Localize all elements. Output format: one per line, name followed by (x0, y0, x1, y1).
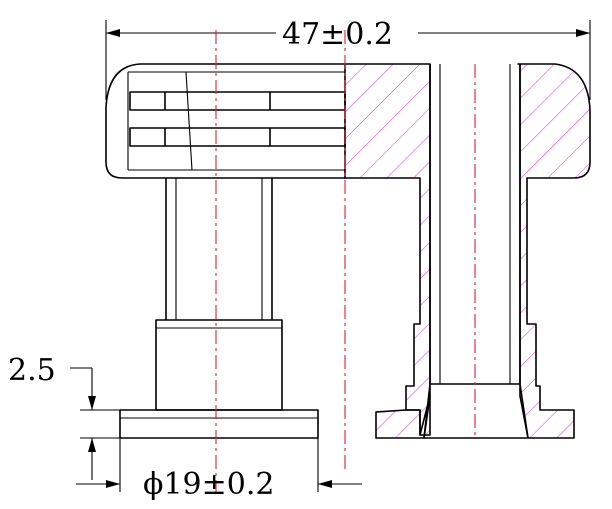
cap-split-line (185, 71, 193, 171)
cap-head (105, 63, 345, 179)
groove-lower (129, 127, 346, 147)
section-body (344, 63, 431, 436)
bore-flare-right (519, 383, 529, 439)
section-view (344, 63, 591, 439)
flange-diameter-dimension: ϕ19±0.2 (76, 438, 362, 502)
flange-diameter-label: ϕ19±0.2 (143, 467, 274, 502)
collar (155, 319, 283, 411)
groove-upper (129, 91, 346, 111)
section-flange-left (375, 395, 431, 439)
flange-thickness-label: 2.5 (8, 353, 56, 388)
section-body-right (517, 63, 591, 439)
bore-flare-left (423, 383, 431, 439)
flange (119, 409, 319, 439)
external-view (105, 63, 346, 439)
overall-width-label: 47±0.2 (282, 17, 393, 52)
flange-thickness-dimension: 2.5 (8, 353, 120, 480)
overall-width-dimension: 47±0.2 (105, 17, 591, 100)
